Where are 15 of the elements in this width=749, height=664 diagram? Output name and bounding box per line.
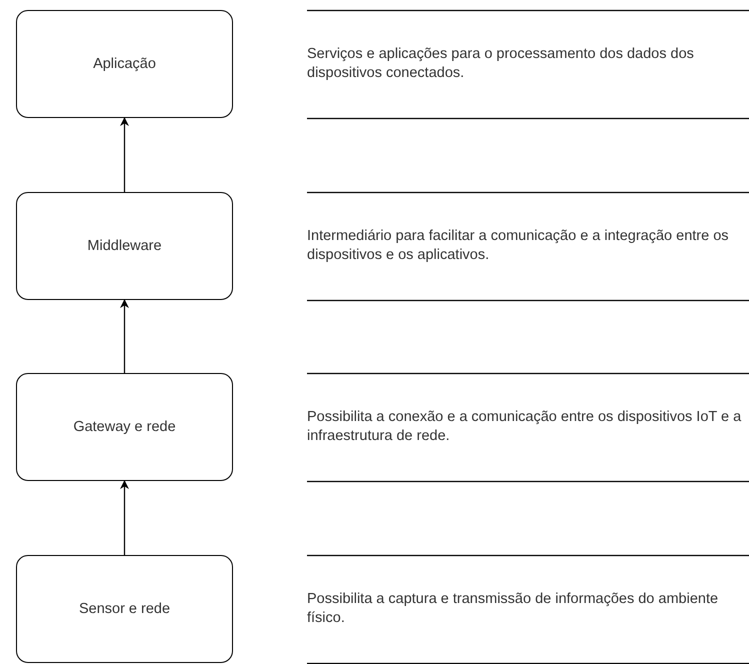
layer-description: Possibilita a conexão e a comunicação entre os dispositivos IoT e a infraestrutura de rede. bbox=[307, 408, 742, 446]
layer-name: Gateway e rede bbox=[73, 419, 176, 435]
arrow bbox=[120, 480, 129, 555]
layer-description: Serviços e aplicações para o processamento dos dados dos dispositivos conectados. bbox=[307, 45, 695, 83]
layer-name: Aplicação bbox=[93, 56, 156, 72]
layer-box bbox=[16, 192, 233, 300]
layer-box bbox=[16, 555, 233, 663]
layer-description: Intermediário para facilitar a comunicação e a integração entre os dispositivos e os aplicativos. bbox=[307, 227, 730, 265]
layer-name: Sensor e rede bbox=[78, 601, 170, 617]
arrow bbox=[120, 299, 129, 373]
layer-name: Middleware bbox=[87, 238, 162, 254]
arrow bbox=[120, 117, 129, 192]
layer-box bbox=[16, 10, 233, 118]
layer-box bbox=[16, 373, 233, 481]
layer-description: Possibilita a captura e transmissão de informações do ambiente físico. bbox=[307, 590, 720, 628]
